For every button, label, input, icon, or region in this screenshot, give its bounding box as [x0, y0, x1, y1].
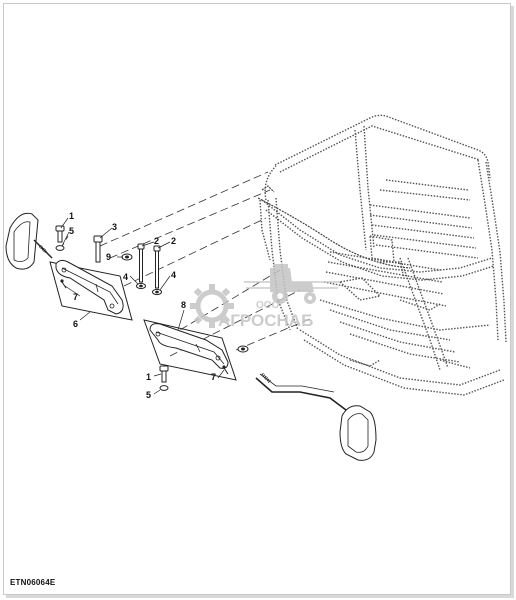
bolt-3 — [95, 241, 101, 263]
callout-8: 8 — [181, 300, 186, 310]
figure-id: ETN06064E — [10, 578, 56, 587]
cab-frame — [259, 114, 507, 396]
hardware-upper — [55, 225, 162, 296]
callout-9: 9 — [106, 252, 111, 262]
hardware-right — [159, 345, 249, 391]
diagram-frame — [3, 3, 511, 595]
watermark-prefix: ООО — [256, 300, 280, 311]
frame-shadow-right — [511, 6, 514, 597]
callout-1-upper: 1 — [69, 211, 74, 221]
cab-front-rail — [257, 185, 411, 269]
callout-4-left: 4 — [123, 272, 128, 282]
screw-1-lower — [161, 370, 167, 383]
leader-lines — [60, 217, 225, 395]
callout-1-lower: 1 — [146, 372, 151, 382]
frame-shadow-bottom — [6, 595, 514, 598]
left-bracket-bar — [55, 259, 124, 315]
callout-4-right: 4 — [171, 270, 176, 280]
left-mirror — [5, 212, 53, 270]
right-mirror — [255, 372, 377, 461]
washer-5-lower — [159, 385, 169, 391]
right-bracket-assembly — [143, 319, 237, 381]
callout-labels: 1 5 3 9 2 2 4 4 7 6 8 7 1 5 — [69, 211, 216, 400]
gear-icon — [195, 289, 229, 323]
watermark-logo: ООО АГРОСНАБ — [190, 264, 340, 330]
right-bracket-bar — [149, 323, 229, 369]
callout-2-right: 2 — [171, 236, 176, 246]
washer-5-upper — [55, 245, 65, 251]
callout-7-upper: 7 — [73, 292, 78, 302]
callout-5-upper: 5 — [69, 226, 74, 236]
callout-7-lower: 7 — [211, 372, 216, 382]
callout-3: 3 — [112, 222, 117, 232]
left-bracket-assembly — [49, 259, 133, 321]
right-backing-plate — [143, 319, 237, 381]
callout-6: 6 — [73, 319, 78, 329]
long-bolt-2a — [139, 248, 143, 283]
callout-5-lower: 5 — [146, 390, 151, 400]
long-bolt-2b — [155, 250, 159, 289]
screw-1-upper — [57, 229, 63, 243]
left-backing-plate — [49, 261, 133, 321]
callout-2-left: 2 — [154, 236, 159, 246]
watermark-name: АГРОСНАБ — [218, 311, 313, 330]
